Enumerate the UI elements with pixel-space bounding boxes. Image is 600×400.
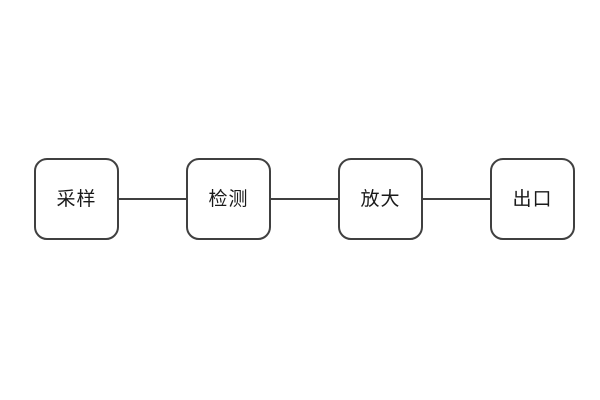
flow-node-amplification: 放大: [338, 158, 423, 240]
flow-node-amplification-label: 放大: [360, 188, 401, 210]
flowchart: 采样 检测 放大 出口: [34, 158, 575, 240]
flow-node-exit: 出口: [490, 158, 575, 240]
flow-node-exit-label: 出口: [512, 188, 553, 210]
flow-node-sampling: 采样: [34, 158, 119, 240]
connector-line-2: [271, 198, 338, 200]
flow-node-sampling-label: 采样: [56, 188, 97, 210]
connector-line-1: [119, 198, 186, 200]
flow-node-detection: 检测: [186, 158, 271, 240]
connector-line-3: [423, 198, 490, 200]
flow-node-detection-label: 检测: [208, 188, 249, 210]
